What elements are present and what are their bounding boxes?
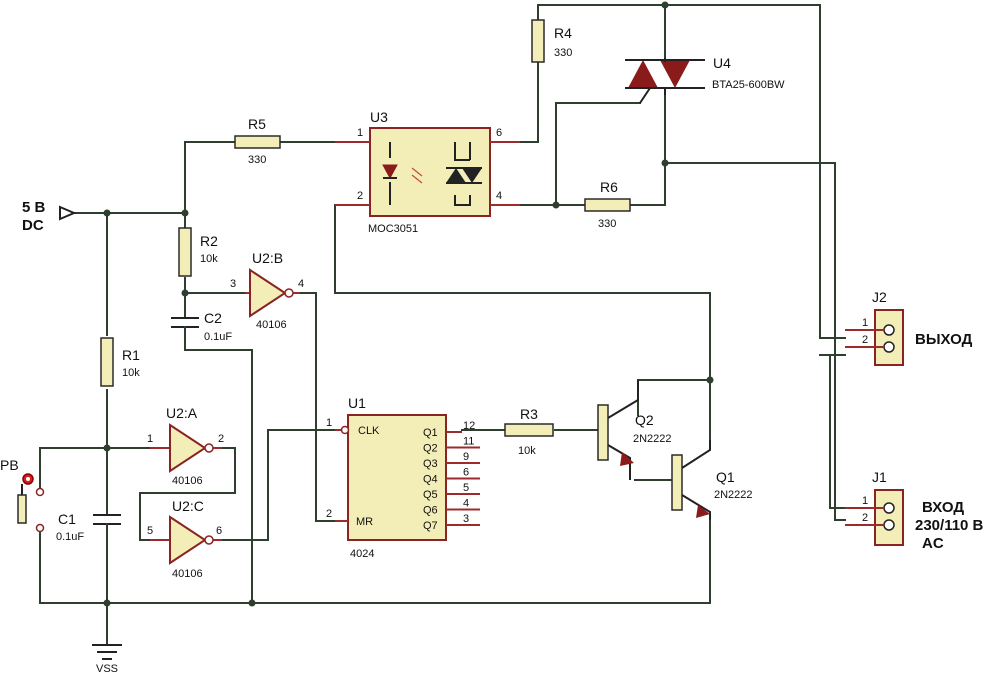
svg-text:4024: 4024 xyxy=(350,548,374,560)
capacitor-c2: C2 0.1uF xyxy=(171,310,232,343)
svg-text:U1: U1 xyxy=(348,395,366,411)
resistor-r1: R1 10k xyxy=(100,337,140,387)
capacitor-c1: C1 0.1uF xyxy=(56,511,121,543)
svg-text:ВЫХОД: ВЫХОД xyxy=(915,331,973,348)
svg-text:CLK: CLK xyxy=(358,425,380,437)
resistor-r6: R6 330 xyxy=(584,179,631,230)
wires xyxy=(39,4,846,646)
resistor-r3: R3 10k xyxy=(504,406,554,457)
counter-u1: U1 4024 CLK MR 1 2 Q112Q211Q39Q46Q55Q64Q… xyxy=(326,395,480,560)
svg-text:2N2222: 2N2222 xyxy=(633,433,672,445)
svg-text:40106: 40106 xyxy=(172,475,203,487)
inverter-u2a: U2:A 40106 1 2 xyxy=(147,405,224,487)
svg-text:10k: 10k xyxy=(200,253,218,265)
svg-text:10k: 10k xyxy=(518,445,536,457)
counter-output-pin-number: 6 xyxy=(463,467,469,479)
svg-text:Q1: Q1 xyxy=(716,469,735,485)
supply-label-dc: DC xyxy=(22,217,44,234)
resistor-r2: R2 10k xyxy=(178,227,218,277)
counter-output-label: Q2 xyxy=(423,443,438,455)
svg-text:40106: 40106 xyxy=(256,319,287,331)
connector-j1: J1 1 2 ВХОД 230/110 В AC xyxy=(845,469,984,552)
svg-text:ВХОД: ВХОД xyxy=(922,499,964,516)
transistor-q2: Q2 2N2222 xyxy=(597,380,672,480)
counter-output-pin-number: 5 xyxy=(463,482,469,494)
svg-text:J2: J2 xyxy=(872,289,887,305)
counter-output-pin-number: 11 xyxy=(463,436,474,448)
svg-text:230/110 В: 230/110 В xyxy=(915,517,984,534)
ground-label: VSS xyxy=(96,663,118,675)
supply-label: 5 В xyxy=(22,199,46,216)
connector-j2: J2 1 2 ВЫХОД xyxy=(845,289,973,366)
svg-text:2: 2 xyxy=(357,190,363,202)
svg-text:BTA25-600BW: BTA25-600BW xyxy=(712,79,785,91)
triac-u4: U4 BTA25-600BW xyxy=(625,55,785,104)
svg-text:4: 4 xyxy=(496,190,502,202)
svg-text:2: 2 xyxy=(862,512,868,524)
svg-text:1: 1 xyxy=(862,495,868,507)
svg-text:1: 1 xyxy=(147,433,153,445)
svg-text:R2: R2 xyxy=(200,233,218,249)
svg-text:C1: C1 xyxy=(58,511,76,527)
svg-text:2: 2 xyxy=(862,334,868,346)
svg-text:330: 330 xyxy=(554,47,572,59)
counter-output-pin-number: 3 xyxy=(463,513,469,525)
svg-text:1: 1 xyxy=(326,417,332,429)
svg-text:U3: U3 xyxy=(370,109,388,125)
svg-text:5: 5 xyxy=(147,525,153,537)
svg-text:MR: MR xyxy=(356,516,373,528)
counter-output-pin-number: 12 xyxy=(463,420,475,432)
svg-text:0.1uF: 0.1uF xyxy=(204,331,232,343)
svg-text:0.1uF: 0.1uF xyxy=(56,531,84,543)
svg-text:6: 6 xyxy=(496,127,502,139)
junction-dots xyxy=(103,1,714,607)
svg-text:3: 3 xyxy=(230,278,236,290)
svg-text:R4: R4 xyxy=(554,25,572,41)
svg-text:U2:A: U2:A xyxy=(166,405,198,421)
svg-text:330: 330 xyxy=(248,154,266,166)
svg-text:R6: R6 xyxy=(600,179,618,195)
transistor-q1: Q1 2N2222 xyxy=(671,440,753,520)
optocoupler-u3: U3 MOC3051 1 2 6 4 xyxy=(335,109,520,235)
svg-text:6: 6 xyxy=(216,525,222,537)
svg-text:PB: PB xyxy=(0,457,19,473)
resistor-r4: R4 330 xyxy=(531,19,572,63)
svg-text:1: 1 xyxy=(862,317,868,329)
svg-text:AC: AC xyxy=(922,535,944,552)
inverter-u2c: U2:C 40106 5 6 xyxy=(147,498,222,580)
ground-symbol: VSS xyxy=(92,644,122,675)
svg-text:U4: U4 xyxy=(713,55,731,71)
svg-text:4: 4 xyxy=(298,278,304,290)
svg-text:U2:C: U2:C xyxy=(172,498,204,514)
svg-text:10k: 10k xyxy=(122,367,140,379)
svg-text:2: 2 xyxy=(218,433,224,445)
svg-text:1: 1 xyxy=(357,127,363,139)
counter-output-pin-number: 9 xyxy=(463,451,469,463)
svg-text:MOC3051: MOC3051 xyxy=(368,223,418,235)
svg-text:J1: J1 xyxy=(872,469,887,485)
resistor-r5: R5 330 xyxy=(234,116,281,166)
svg-text:2: 2 xyxy=(326,508,332,520)
svg-text:Q2: Q2 xyxy=(635,412,654,428)
svg-text:C2: C2 xyxy=(204,310,222,326)
counter-output-pin-number: 4 xyxy=(463,498,469,510)
counter-output-label: Q3 xyxy=(423,458,438,470)
counter-output-label: Q6 xyxy=(423,505,438,517)
svg-text:U2:B: U2:B xyxy=(252,250,283,266)
counter-output-label: Q7 xyxy=(423,520,438,532)
supply-terminal: 5 В DC xyxy=(22,199,77,234)
svg-text:R1: R1 xyxy=(122,347,140,363)
svg-text:40106: 40106 xyxy=(172,568,203,580)
svg-text:330: 330 xyxy=(598,218,616,230)
counter-output-label: Q5 xyxy=(423,489,438,501)
inverter-u2b: U2:B 40106 3 4 xyxy=(230,250,304,331)
svg-text:R3: R3 xyxy=(520,406,538,422)
svg-text:2N2222: 2N2222 xyxy=(714,489,753,501)
counter-output-label: Q4 xyxy=(423,474,438,486)
svg-text:R5: R5 xyxy=(248,116,266,132)
push-button-pb: PB xyxy=(0,457,45,533)
counter-output-label: Q1 xyxy=(423,427,438,439)
